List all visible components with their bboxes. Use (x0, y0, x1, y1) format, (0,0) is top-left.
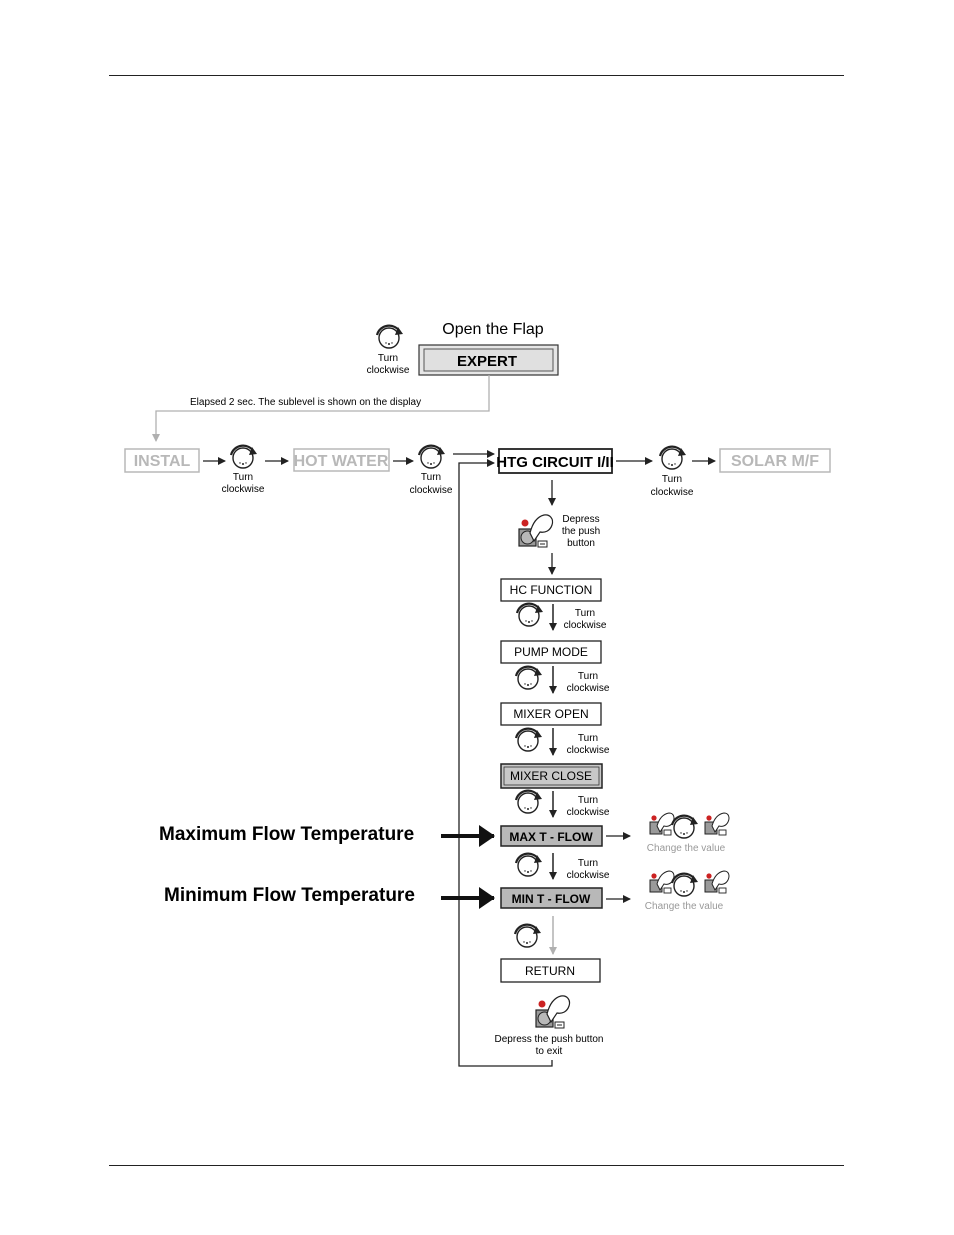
item-pump-mode-label: PUMP MODE (514, 645, 588, 659)
clockwise-label: clockwise (567, 745, 610, 756)
footer-rule (109, 1165, 844, 1166)
return-loop-line (458, 459, 553, 1067)
turn-knob-icon (375, 324, 405, 350)
turn-knob-icon (417, 444, 447, 470)
expert-display (418, 344, 559, 376)
item-min-t-flow (500, 887, 603, 909)
turn-label: Turn (378, 353, 398, 364)
turn-knob-icon (670, 872, 700, 898)
turn-label: Turn (578, 795, 598, 806)
turn-label: Turn (421, 472, 441, 483)
menu-hot-water-label: HOT WATER (294, 453, 389, 470)
item-max-t-flow (500, 825, 603, 847)
menu-solar (719, 448, 831, 473)
clockwise-label: clockwise (367, 365, 410, 376)
turn-label: Turn (233, 472, 253, 483)
change-value-min-label: Change the value (645, 901, 724, 912)
expert-label: EXPERT (457, 353, 517, 370)
change-value-max-label: Change the value (647, 843, 726, 854)
push-button-icon (518, 514, 554, 548)
item-min-t-flow-label: MIN T - FLOW (512, 892, 591, 906)
push-button-icon (649, 870, 675, 894)
menu-htg-circuit (498, 448, 613, 474)
item-hc-function-label: HC FUNCTION (510, 583, 593, 597)
item-return-label: RETURN (525, 964, 575, 978)
item-mixer-open-label: MIXER OPEN (513, 707, 588, 721)
item-pump-mode (500, 640, 602, 664)
clockwise-label: clockwise (410, 485, 453, 496)
turn-label: Turn (575, 608, 595, 619)
depress-line-2: the push (562, 526, 600, 537)
exit-line-2: to exit (536, 1046, 563, 1057)
turn-label: Turn (578, 858, 598, 869)
turn-knob-icon (670, 814, 700, 840)
menu-htg-circuit-label: HTG CIRCUIT I/II (496, 454, 614, 471)
clockwise-label: clockwise (567, 683, 610, 694)
callout-max-flow-temperature: Maximum Flow Temperature (159, 824, 414, 845)
menu-solar-label: SOLAR M/F (731, 453, 819, 470)
item-hc-function (500, 578, 602, 602)
push-button-icon (704, 812, 730, 836)
turn-knob-icon (513, 923, 543, 949)
menu-instal (124, 448, 200, 473)
exit-line-1: Depress the push button (495, 1034, 604, 1045)
header-rule (109, 75, 844, 76)
item-mixer-close (500, 763, 603, 789)
turn-knob-icon (514, 665, 544, 691)
item-mixer-open (500, 702, 602, 726)
turn-knob-icon (658, 445, 688, 471)
turn-label: Turn (662, 474, 682, 485)
callout-min-flow-temperature: Minimum Flow Temperature (164, 885, 415, 906)
depress-line-3: button (567, 538, 595, 549)
menu-hot-water (293, 448, 390, 472)
turn-knob-icon (514, 852, 544, 878)
clockwise-label: clockwise (567, 807, 610, 818)
clockwise-label: clockwise (564, 620, 607, 631)
turn-knob-icon (229, 444, 259, 470)
depress-line-1: Depress (562, 514, 599, 525)
menu-instal-label: INSTAL (134, 453, 191, 470)
item-max-t-flow-label: MAX T - FLOW (509, 830, 593, 844)
turn-knob-icon (514, 727, 544, 753)
item-mixer-close-label: MIXER CLOSE (510, 769, 592, 783)
change-value-max-icons (649, 812, 730, 840)
item-return (500, 958, 601, 983)
clockwise-label: clockwise (222, 484, 265, 495)
turn-label: Turn (578, 671, 598, 682)
clockwise-label: clockwise (567, 870, 610, 881)
push-button-icon (535, 995, 571, 1029)
turn-knob-icon (515, 602, 545, 628)
push-button-icon (649, 812, 675, 836)
open-the-flap-title: Open the Flap (442, 321, 544, 338)
clockwise-label: clockwise (651, 487, 694, 498)
elapsed-connector (152, 375, 490, 442)
turn-knob-icon (514, 789, 544, 815)
push-button-icon (704, 870, 730, 894)
elapsed-note: Elapsed 2 sec. The sublevel is shown on … (190, 397, 421, 408)
change-value-min-icons (649, 870, 730, 898)
turn-label: Turn (578, 733, 598, 744)
